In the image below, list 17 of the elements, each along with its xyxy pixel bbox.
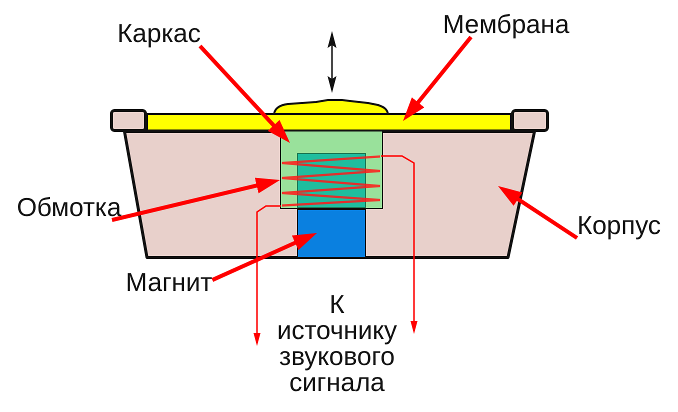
coil-winding [281, 154, 381, 206]
leader-arrow [198, 44, 290, 143]
magnet-block [297, 209, 366, 258]
leader-arrow [212, 233, 317, 282]
leader-arrow [112, 178, 280, 222]
part-label: Каркас [117, 20, 201, 46]
part-label: Корпус [577, 212, 661, 238]
wire-arrow [254, 205, 281, 346]
wire-label: К источнику звукового сигнала [261, 291, 413, 395]
membrane-plate [146, 97, 512, 132]
leader-arrow [403, 36, 473, 121]
coil-frame [280, 130, 383, 209]
part-label: Мембрана [442, 11, 570, 37]
part-label: Магнит [126, 269, 212, 295]
leader-arrow [498, 186, 578, 240]
part-label: Обмотка [16, 194, 122, 220]
housing-body [123, 130, 536, 259]
